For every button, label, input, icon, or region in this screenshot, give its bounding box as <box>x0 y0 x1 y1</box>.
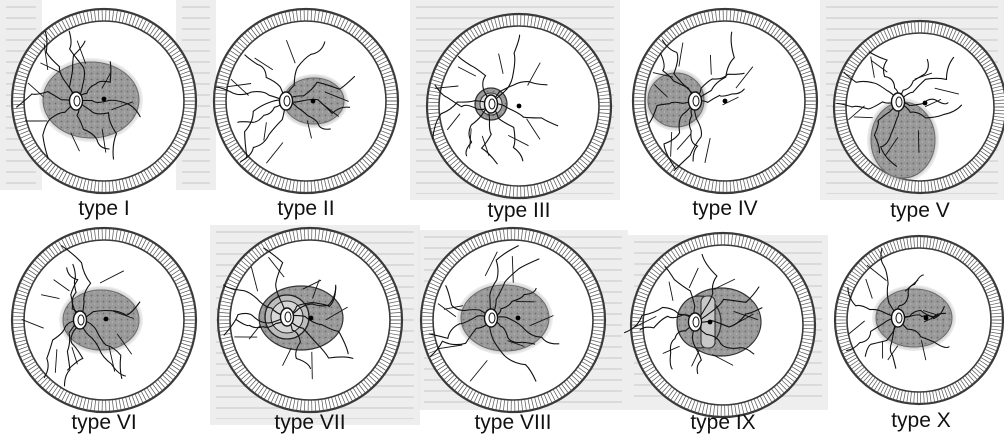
fundus-type-1 <box>12 9 196 193</box>
fovea-dot <box>723 99 728 104</box>
fovea-dot <box>924 316 929 321</box>
optic-disc <box>485 309 498 327</box>
type-label: type V <box>890 199 950 223</box>
type-label: type VII <box>274 411 345 435</box>
type-label: type II <box>277 197 334 221</box>
fundus-type-7 <box>218 228 402 412</box>
optic-disc <box>74 311 87 329</box>
type-label: type III <box>487 199 550 223</box>
vessel-branch <box>918 130 919 152</box>
atrophy-region <box>867 98 939 182</box>
optic-disc <box>70 92 83 110</box>
optic-disc <box>689 313 702 331</box>
fundus-type-5 <box>834 21 1004 193</box>
type-label: type X <box>891 409 951 433</box>
type-label: type IX <box>690 411 755 435</box>
type-label: type I <box>78 197 129 221</box>
optic-disc <box>892 93 905 111</box>
optic-disc <box>689 92 702 110</box>
fovea-dot <box>311 99 316 104</box>
optic-disc <box>280 92 293 110</box>
fundus-type-8 <box>421 228 605 412</box>
fundus-type-4 <box>633 9 817 193</box>
optic-disc <box>485 95 498 113</box>
fovea-dot <box>708 320 713 325</box>
type-label: type VI <box>71 411 136 435</box>
atrophy-region <box>457 281 553 355</box>
fovea-dot <box>102 97 107 102</box>
fundus-type-2 <box>214 9 398 193</box>
fundus-type-9 <box>625 233 815 417</box>
fovea-dot <box>923 101 928 106</box>
fundus-type-3 <box>427 14 611 198</box>
vessel-branch <box>312 352 313 379</box>
type-label: type VIII <box>474 411 551 435</box>
fundus-type-6 <box>12 228 196 412</box>
optic-disc <box>892 309 905 327</box>
type-label: type IV <box>692 197 757 221</box>
atrophy-region <box>259 286 343 350</box>
fovea-dot <box>309 316 314 321</box>
fovea-dot <box>517 104 522 109</box>
fovea-dot <box>104 317 109 322</box>
optic-disc <box>281 308 294 326</box>
fovea-dot <box>516 316 521 321</box>
fundus-type-10 <box>835 236 1003 404</box>
